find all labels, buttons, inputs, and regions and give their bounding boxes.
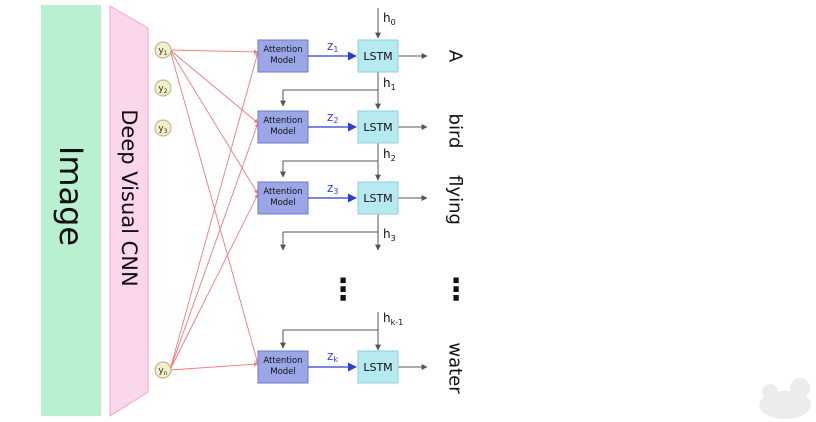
context-z1: z1	[327, 39, 338, 54]
svg-text:LSTM: LSTM	[363, 121, 392, 134]
feature-y1: y1	[154, 41, 172, 59]
step-2: Attention Model z2 LSTM bird	[257, 110, 466, 149]
svg-text:y3: y3	[158, 124, 167, 135]
attention-link-yn-to-model-3	[169, 193, 259, 371]
svg-text:LSTM: LSTM	[363, 192, 392, 205]
hidden-state-h1: h1	[383, 76, 396, 92]
hidden-state-h2: h2	[383, 147, 396, 163]
svg-text:Model: Model	[270, 367, 296, 377]
svg-text:Model: Model	[270, 127, 296, 137]
attention-link-yn-to-model-4	[169, 362, 259, 371]
feature-y2: y2	[154, 79, 172, 97]
watermark-shape	[759, 378, 811, 419]
ellipsis-middle: ⋮	[328, 273, 358, 308]
image-block	[41, 5, 101, 416]
step-1: Attention Model z1 LSTM A	[257, 39, 466, 73]
output-word-k: water	[445, 342, 466, 394]
step-k: Attention Model zk LSTM water	[257, 342, 466, 394]
svg-text:yn: yn	[158, 366, 167, 377]
hidden-state-h0: h0	[383, 11, 396, 27]
cnn-block	[109, 5, 149, 417]
cnn-label: Deep Visual CNN	[117, 109, 141, 286]
attention-links	[169, 49, 260, 371]
step-3: Attention Model z3 LSTM flying	[257, 175, 466, 225]
context-z2: z2	[327, 110, 338, 125]
output-word-3: flying	[445, 175, 466, 225]
hidden-state-h3: h3	[383, 227, 396, 243]
hidden-state-hk-1: hk-1	[383, 311, 403, 327]
svg-text:Attention: Attention	[263, 187, 302, 197]
svg-text:Model: Model	[270, 56, 296, 66]
svg-text:Attention: Attention	[263, 45, 302, 55]
attention-link-y1-to-model-2	[169, 49, 259, 124]
attention-link-y1-to-model-4	[169, 49, 260, 365]
context-zk: zk	[327, 349, 338, 364]
attention-link-yn-to-model-2	[169, 122, 259, 371]
svg-text:LSTM: LSTM	[363, 50, 392, 63]
lstm-3	[357, 181, 399, 215]
attention-model-2	[257, 110, 309, 144]
lstm-k	[357, 350, 399, 384]
svg-text:y2: y2	[158, 84, 167, 95]
attention-link-y1-to-model-3	[169, 49, 259, 195]
attention-model-k	[257, 350, 309, 384]
recurrent-wiring	[280, 8, 428, 370]
context-z3: z3	[327, 181, 338, 196]
image-label: Image	[52, 146, 90, 246]
svg-text:Attention: Attention	[263, 356, 302, 366]
lstm-2	[357, 110, 399, 144]
output-word-1: A	[445, 50, 466, 63]
attention-link-y1-to-model-1	[169, 49, 259, 55]
ellipsis-words: ⋮	[441, 273, 471, 308]
attention-link-yn-to-model-1	[169, 51, 260, 371]
output-word-2: bird	[445, 114, 466, 149]
svg-text:Attention: Attention	[263, 116, 302, 126]
feature-yn: yn	[154, 361, 172, 379]
svg-text:LSTM: LSTM	[363, 361, 392, 374]
lstm-1	[357, 39, 399, 73]
feature-y3: y3	[154, 119, 172, 137]
svg-text:y1: y1	[158, 46, 167, 57]
svg-text:Model: Model	[270, 198, 296, 208]
